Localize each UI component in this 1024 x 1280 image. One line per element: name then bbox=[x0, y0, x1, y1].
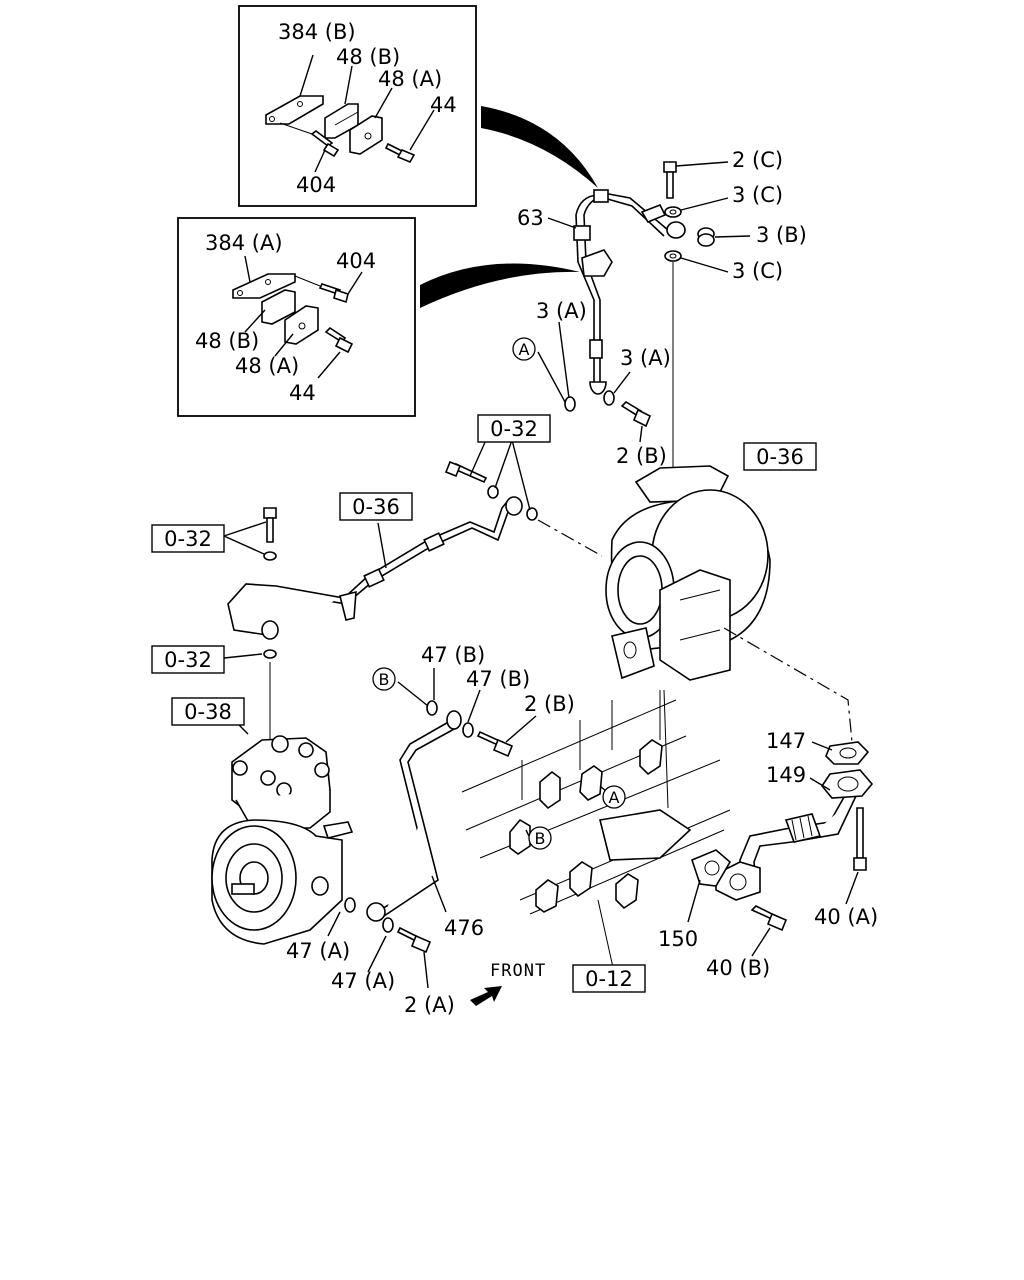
label-44-mid: 44 bbox=[289, 381, 316, 405]
ref-box-0-12: 0-12 bbox=[572, 964, 646, 993]
svg-text:0-36: 0-36 bbox=[756, 445, 804, 469]
label-404-mid: 404 bbox=[336, 249, 376, 273]
ref-box-0-36-mid: 0-36 bbox=[339, 492, 413, 521]
pipe-assembly-left bbox=[223, 439, 603, 756]
label-2a: 2 (A) bbox=[404, 993, 455, 1017]
label-63: 63 bbox=[517, 206, 544, 230]
svg-text:A: A bbox=[519, 340, 530, 359]
ref-box-0-38: 0-38 bbox=[171, 697, 245, 726]
label-2c: 2 (C) bbox=[732, 148, 783, 172]
pipe-476 bbox=[366, 668, 537, 989]
callout-arrow-top bbox=[481, 106, 598, 188]
label-48a-top: 48 (A) bbox=[378, 67, 442, 91]
turbocharger bbox=[605, 465, 771, 681]
svg-text:A: A bbox=[609, 788, 620, 807]
label-44-top: 44 bbox=[430, 93, 457, 117]
label-150: 150 bbox=[658, 927, 698, 951]
label-149: 149 bbox=[766, 763, 806, 787]
label-3c-top: 3 (C) bbox=[732, 183, 783, 207]
svg-text:B: B bbox=[379, 670, 390, 689]
label-2b-mid: 2 (B) bbox=[524, 692, 575, 716]
label-47a-bottom: 47 (A) bbox=[331, 969, 395, 993]
svg-text:0-32: 0-32 bbox=[490, 417, 538, 441]
label-384a: 384 (A) bbox=[205, 231, 283, 255]
front-arrow-icon bbox=[470, 986, 502, 1006]
engine-block bbox=[461, 690, 731, 991]
label-47b-left: 47 (B) bbox=[421, 643, 485, 667]
circle-marker-a-engine: A bbox=[602, 785, 626, 809]
svg-text:B: B bbox=[535, 829, 546, 848]
label-47b-right: 47 (B) bbox=[466, 667, 530, 691]
label-3a-right: 3 (A) bbox=[620, 346, 671, 370]
svg-text:0-36: 0-36 bbox=[352, 495, 400, 519]
label-3a-left: 3 (A) bbox=[536, 299, 587, 323]
svg-text:0-32: 0-32 bbox=[164, 648, 212, 672]
svg-text:0-38: 0-38 bbox=[184, 700, 232, 724]
label-48a-mid: 48 (A) bbox=[235, 354, 299, 378]
svg-text:0-32: 0-32 bbox=[164, 527, 212, 551]
label-48b-top: 48 (B) bbox=[336, 45, 400, 69]
label-384b: 384 (B) bbox=[278, 20, 356, 44]
inset-detail-middle bbox=[177, 217, 416, 417]
label-48b-mid: 48 (B) bbox=[195, 329, 259, 353]
air-compressor bbox=[211, 717, 356, 945]
label-3c-bottom: 3 (C) bbox=[732, 259, 783, 283]
label-476: 476 bbox=[444, 916, 484, 940]
hose-63 bbox=[537, 161, 751, 530]
circle-marker-a-top: A bbox=[512, 337, 536, 361]
label-40a: 40 (A) bbox=[814, 905, 878, 929]
ref-box-0-36-right: 0-36 bbox=[743, 442, 817, 471]
ref-box-0-32-left: 0-32 bbox=[151, 524, 225, 553]
circle-marker-b-left: B bbox=[372, 667, 396, 691]
label-40b: 40 (B) bbox=[706, 956, 770, 980]
label-147: 147 bbox=[766, 729, 806, 753]
callout-arrow-mid bbox=[420, 263, 580, 308]
ref-box-0-32-low: 0-32 bbox=[151, 645, 225, 674]
label-47a-left: 47 (A) bbox=[286, 939, 350, 963]
return-pipe-149 bbox=[663, 627, 874, 957]
label-2b-top: 2 (B) bbox=[616, 444, 667, 468]
label-3b: 3 (B) bbox=[756, 223, 807, 247]
ref-box-0-32-top: 0-32 bbox=[477, 414, 551, 443]
label-404-top: 404 bbox=[296, 173, 336, 197]
inset-detail-top bbox=[238, 5, 477, 207]
front-label: FRONT bbox=[490, 961, 546, 981]
svg-text:0-12: 0-12 bbox=[585, 967, 633, 991]
circle-marker-b-engine: B bbox=[528, 826, 552, 850]
